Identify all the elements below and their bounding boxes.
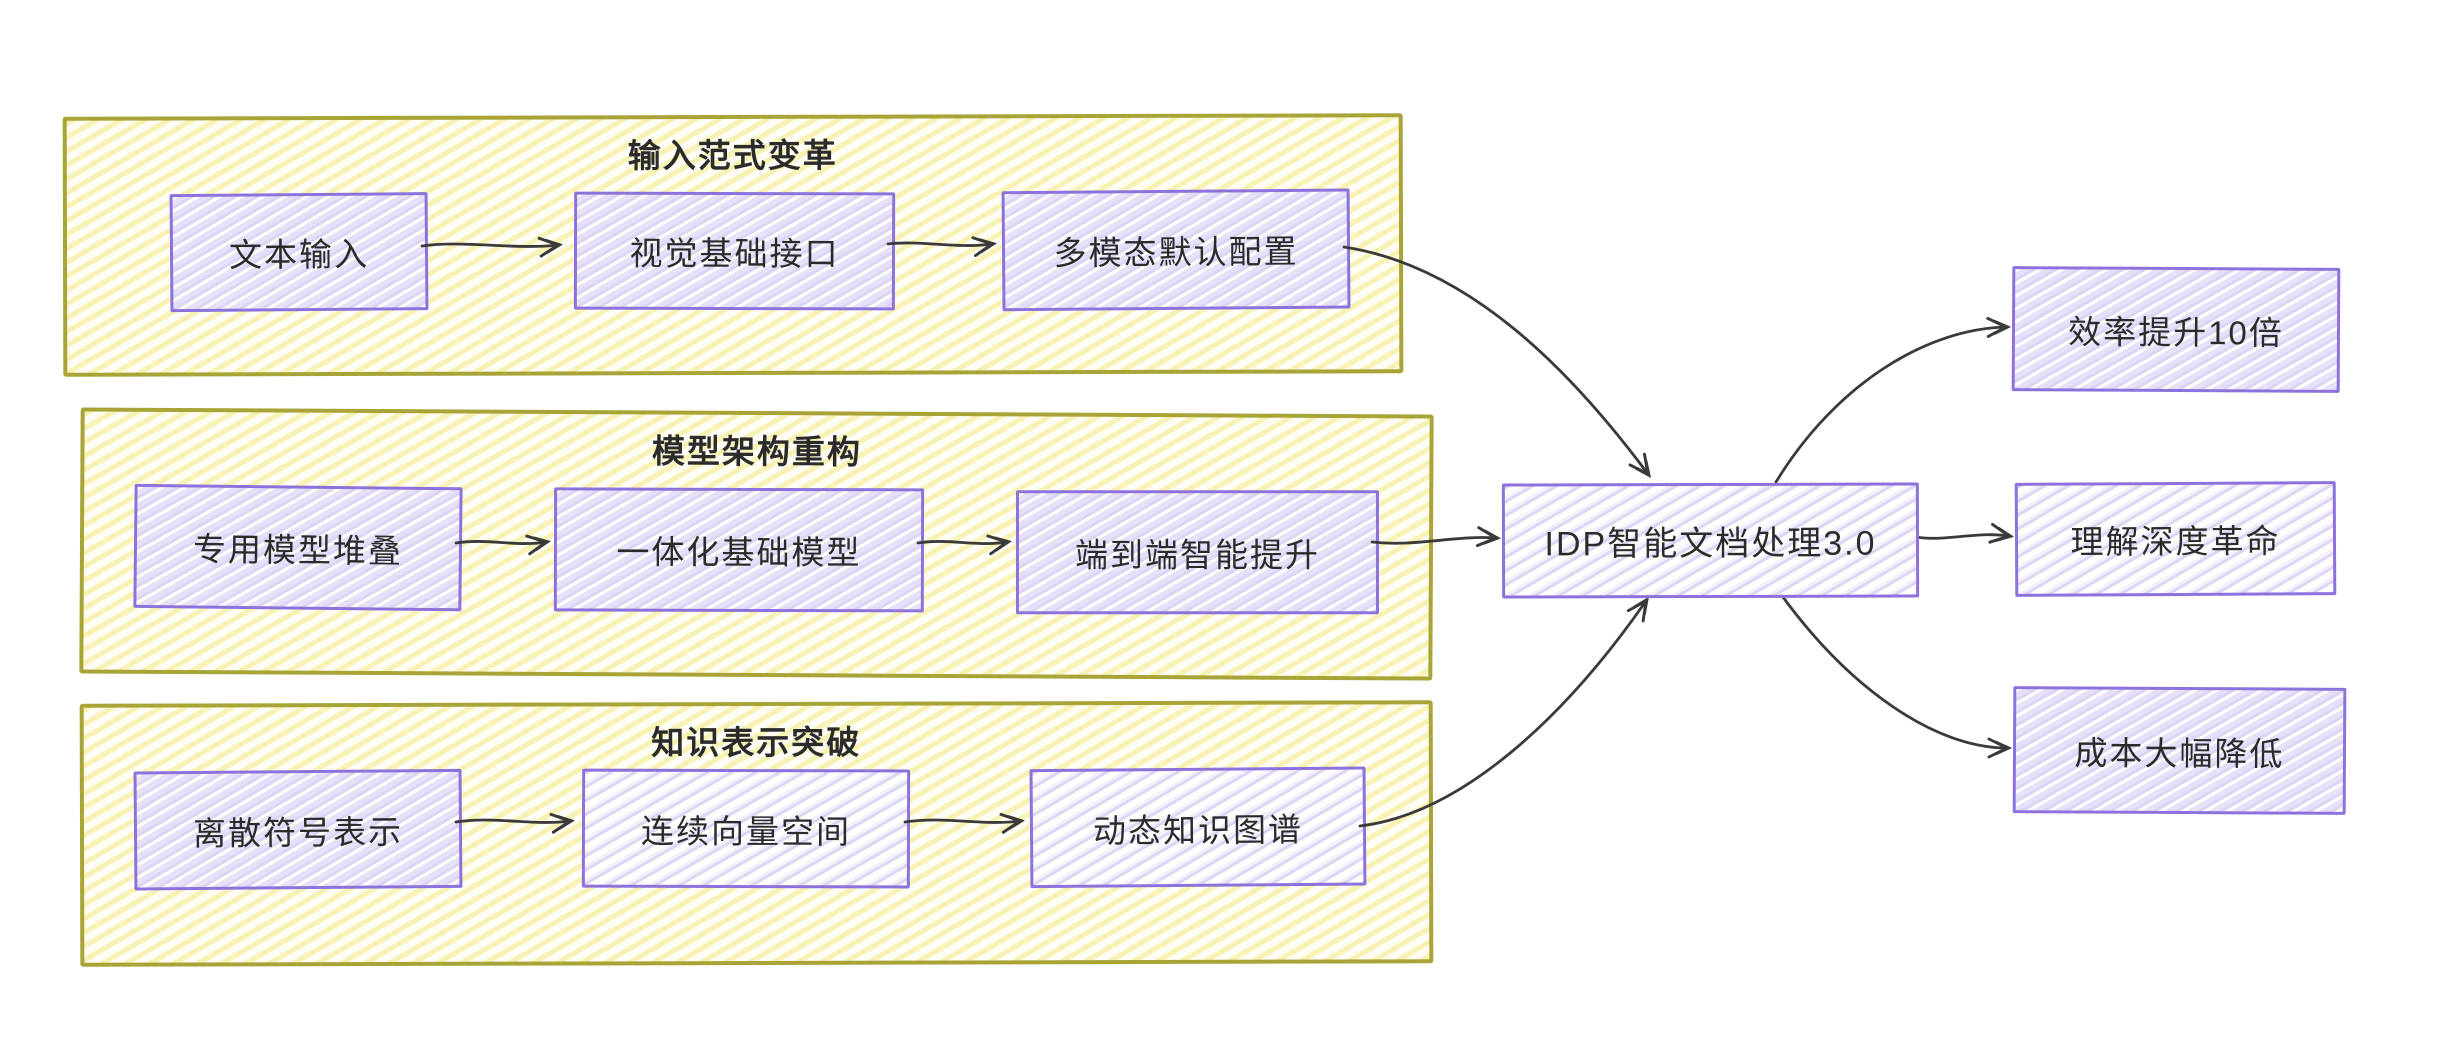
node-idp-center: IDP智能文档处理3.0 [1501, 482, 1920, 599]
arrow-idp-to-understanding [1914, 535, 2009, 539]
node-label: 动态知识图谱 [1092, 810, 1304, 850]
group-knowledge-representation: 知识表示突破 离散符号表示 连续向量空间 动态知识图谱 [79, 700, 1434, 967]
arrow-idp-to-cost [1778, 591, 2007, 748]
node-discrete-symbol-representation: 离散符号表示 [133, 768, 463, 891]
node-label: 端到端智能提升 [1074, 536, 1320, 574]
node-multimodal-default-config: 多模态默认配置 [1001, 188, 1351, 312]
node-label: 效率提升10倍 [2068, 312, 2284, 352]
node-label: 理解深度革命 [2070, 522, 2281, 561]
node-label: 离散符号表示 [192, 812, 404, 852]
group-model-architecture: 模型架构重构 专用模型堆叠 一体化基础模型 端到端智能提升 [79, 407, 1434, 681]
node-label: 一体化基础模型 [616, 533, 862, 572]
node-text-input: 文本输入 [169, 192, 429, 313]
node-outcome-understanding: 理解深度革命 [2014, 481, 2337, 597]
node-dynamic-knowledge-graph: 动态知识图谱 [1029, 766, 1367, 889]
group-title-input-paradigm: 输入范式变革 [627, 136, 838, 175]
node-label: 连续向量空间 [640, 812, 852, 850]
arrow-idp-to-efficiency [1774, 327, 2006, 484]
node-visual-foundation-interface: 视觉基础接口 [573, 191, 896, 311]
node-label: IDP智能文档处理3.0 [1544, 524, 1877, 564]
node-unified-foundation-model: 一体化基础模型 [553, 487, 925, 613]
node-label: 专用模型堆叠 [192, 530, 404, 570]
node-label: 视觉基础接口 [629, 234, 840, 273]
node-end-to-end-intelligence: 端到端智能提升 [1015, 490, 1379, 615]
node-label: 成本大幅降低 [2074, 733, 2285, 773]
group-title-model-architecture: 模型架构重构 [651, 432, 863, 471]
node-specialized-model-stacking: 专用模型堆叠 [133, 483, 463, 612]
node-continuous-vector-space: 连续向量空间 [581, 768, 911, 889]
node-label: 文本输入 [228, 235, 370, 274]
node-label: 多模态默认配置 [1053, 232, 1299, 272]
node-outcome-cost: 成本大幅降低 [2012, 686, 2347, 815]
node-outcome-efficiency: 效率提升10倍 [2011, 266, 2341, 393]
group-title-knowledge-representation: 知识表示突破 [651, 723, 862, 762]
group-input-paradigm: 输入范式变革 文本输入 视觉基础接口 多模态默认配置 [62, 113, 1404, 377]
